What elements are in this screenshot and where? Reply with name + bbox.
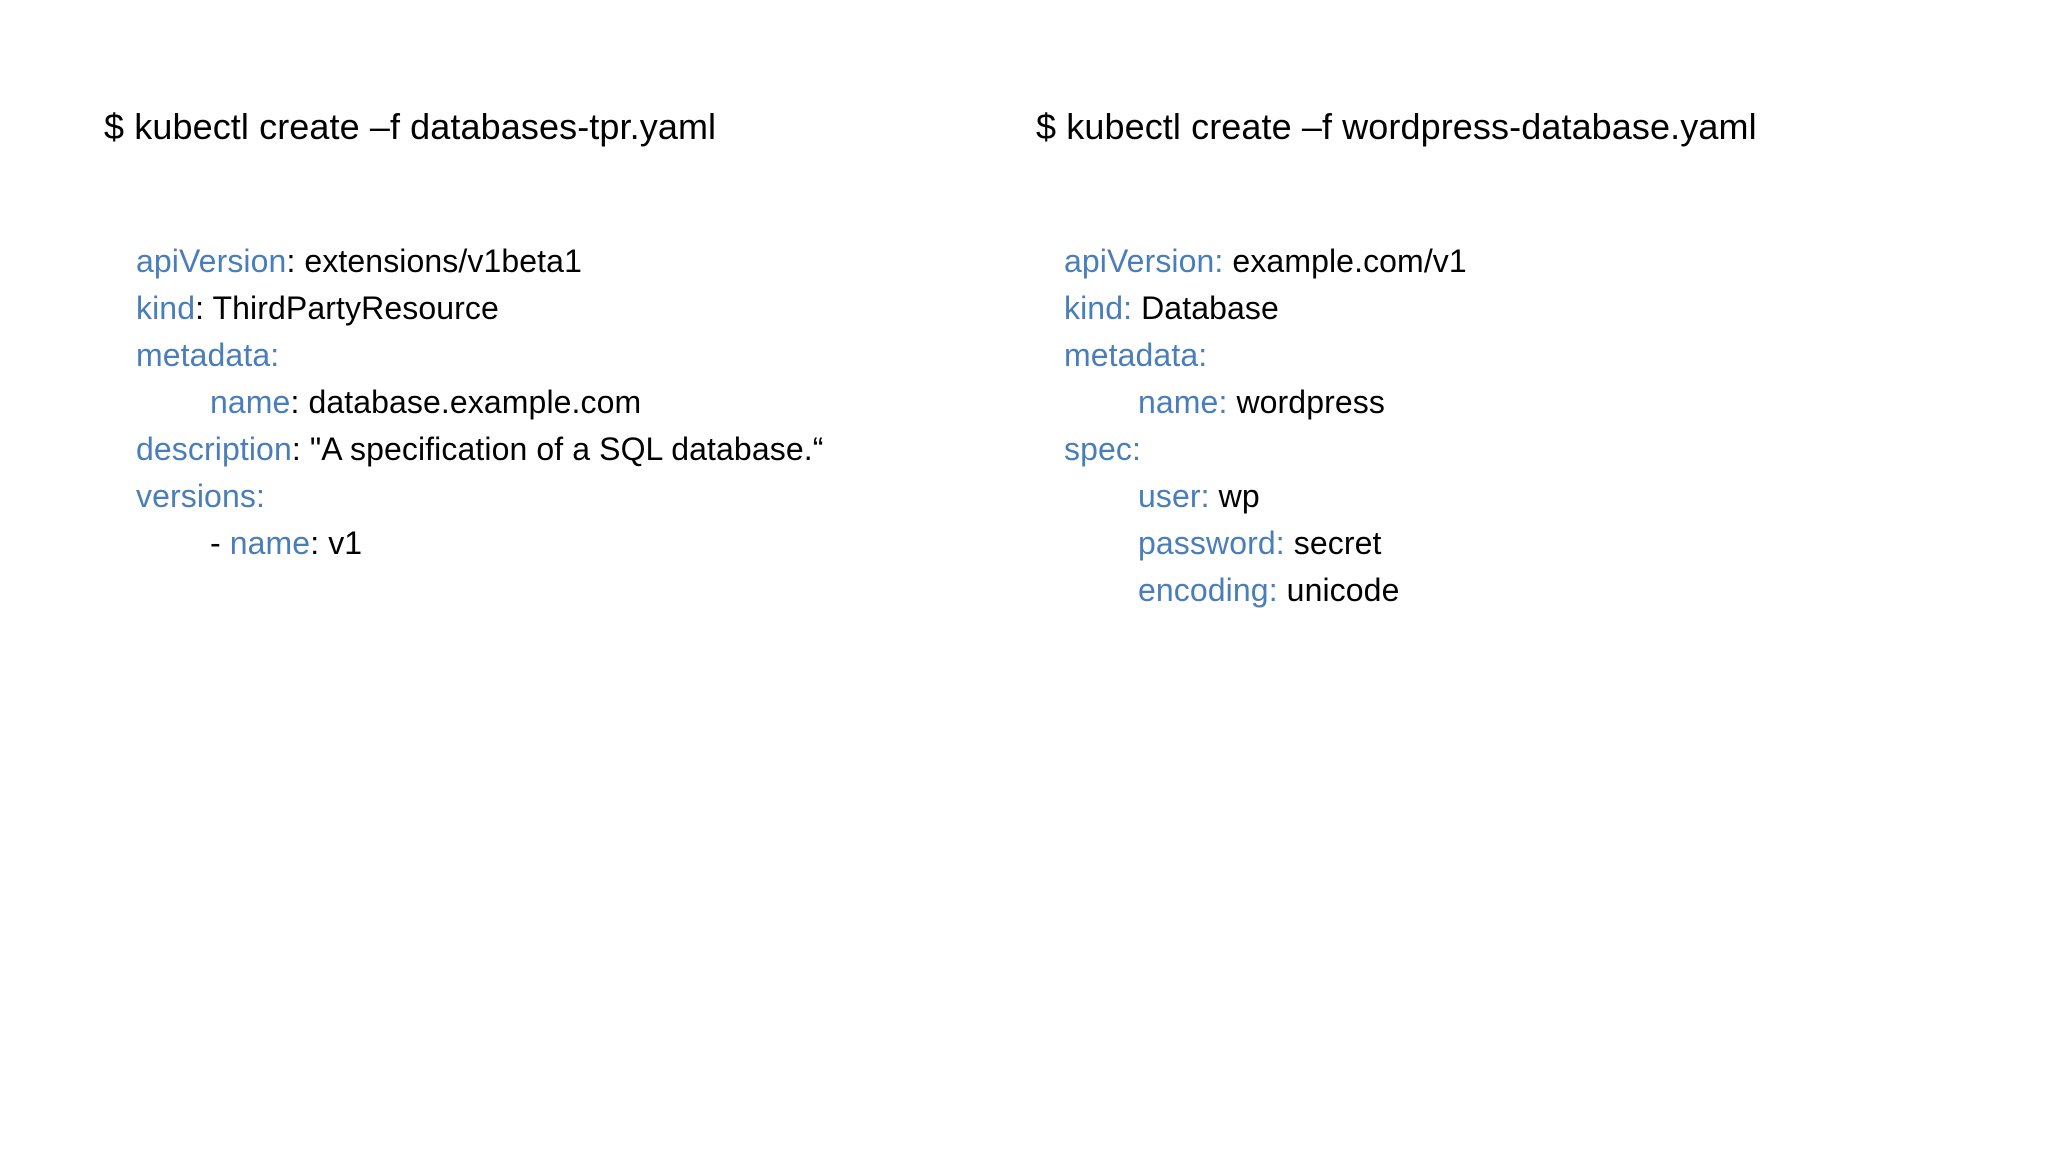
yaml-value: wp: [1218, 478, 1260, 514]
yaml-line: spec:: [1064, 426, 1467, 473]
yaml-value: extensions/v1beta1: [304, 243, 582, 279]
yaml-separator: :: [290, 384, 309, 420]
yaml-key: apiVersion: [136, 243, 287, 279]
yaml-line: encoding: unicode: [1064, 567, 1467, 614]
yaml-list-dash: -: [210, 525, 230, 561]
yaml-line: password: secret: [1064, 520, 1467, 567]
yaml-separator: :: [195, 290, 213, 326]
yaml-key: user:: [1138, 478, 1219, 514]
yaml-key: description: [136, 431, 292, 467]
yaml-line: metadata:: [136, 332, 823, 379]
yaml-line: apiVersion: example.com/v1: [1064, 238, 1467, 285]
yaml-key: name:: [1138, 384, 1237, 420]
yaml-value: wordpress: [1236, 384, 1385, 420]
yaml-key: apiVersion:: [1064, 243, 1233, 279]
yaml-line: - name: v1: [136, 520, 823, 567]
yaml-key: password:: [1138, 525, 1294, 561]
yaml-key: encoding:: [1138, 572, 1287, 608]
yaml-value: ThirdPartyResource: [212, 290, 499, 326]
yaml-value: secret: [1293, 525, 1382, 561]
yaml-key: name: [229, 525, 311, 561]
right-command-heading: $ kubectl create –f wordpress-database.y…: [1036, 106, 1757, 147]
yaml-line: kind: Database: [1064, 285, 1467, 332]
yaml-key: metadata:: [1064, 337, 1208, 373]
yaml-line: versions:: [136, 473, 823, 520]
yaml-value: example.com/v1: [1232, 243, 1467, 279]
yaml-line: metadata:: [1064, 332, 1467, 379]
yaml-value: Database: [1141, 290, 1279, 326]
yaml-separator: :: [286, 243, 305, 279]
yaml-line: description: "A specification of a SQL d…: [136, 426, 823, 473]
yaml-line: name: wordpress: [1064, 379, 1467, 426]
yaml-key: name: [210, 384, 291, 420]
yaml-value: database.example.com: [308, 384, 642, 420]
yaml-line: name: database.example.com: [136, 379, 823, 426]
yaml-value: unicode: [1286, 572, 1400, 608]
yaml-line: user: wp: [1064, 473, 1467, 520]
yaml-separator: :: [291, 431, 310, 467]
yaml-separator: :: [310, 525, 329, 561]
yaml-value: "A specification of a SQL database.“: [309, 431, 824, 467]
yaml-key: kind:: [1064, 290, 1142, 326]
yaml-key: metadata:: [136, 337, 280, 373]
yaml-line: apiVersion: extensions/v1beta1: [136, 238, 823, 285]
yaml-key: versions:: [136, 478, 265, 514]
yaml-value: v1: [328, 525, 363, 561]
yaml-key: kind: [136, 290, 196, 326]
yaml-key: spec:: [1064, 431, 1141, 467]
left-command-heading: $ kubectl create –f databases-tpr.yaml: [104, 106, 717, 147]
yaml-line: kind: ThirdPartyResource: [136, 285, 823, 332]
